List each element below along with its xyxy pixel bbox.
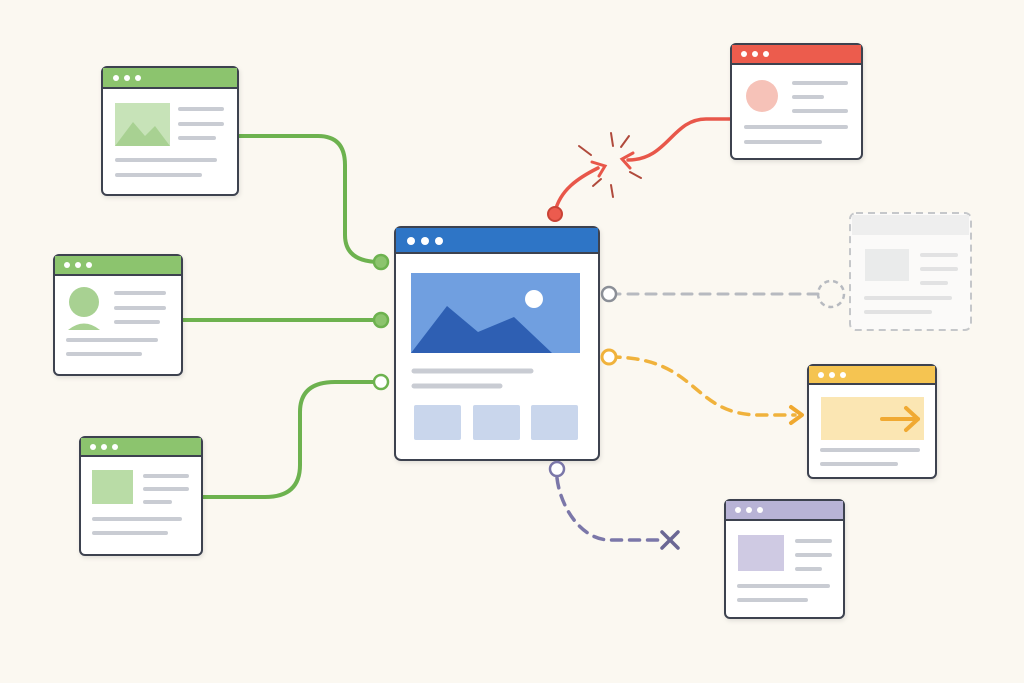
window-dots	[735, 507, 763, 513]
port-pending[interactable]	[600, 348, 618, 366]
ghost-endpoint	[816, 279, 846, 309]
close-icon	[660, 530, 680, 550]
page-card-left-middle[interactable]	[53, 254, 183, 376]
image-thumbnail-icon	[115, 103, 170, 146]
window-dots	[818, 372, 846, 378]
text-lines	[92, 474, 189, 535]
content-block-icon	[738, 535, 784, 571]
connections	[180, 117, 820, 542]
port-left-bottom[interactable]	[372, 373, 390, 391]
connection-ports	[372, 206, 846, 478]
arrowhead-icon	[789, 405, 804, 425]
page-card-orange[interactable]	[807, 364, 937, 479]
connection-line-pending	[608, 355, 797, 417]
content-block-icon	[865, 249, 909, 281]
content-block-icon	[92, 470, 133, 504]
text-lines	[737, 539, 832, 602]
text-lines	[115, 107, 224, 177]
connection-line-broken-target	[626, 117, 735, 162]
window-dots	[64, 262, 92, 268]
text-lines	[744, 81, 848, 144]
window-dots	[741, 51, 769, 57]
port-left-middle[interactable]	[372, 311, 390, 329]
port-cancelled[interactable]	[548, 460, 566, 478]
window-dots	[90, 444, 118, 450]
hero-image-icon	[411, 273, 580, 353]
port-inactive[interactable]	[600, 285, 618, 303]
page-card-ghost[interactable]	[849, 212, 972, 331]
content-tiles	[414, 405, 578, 440]
page-card-left-top[interactable]	[101, 66, 239, 196]
page-card-left-bottom[interactable]	[79, 436, 203, 556]
avatar-icon	[746, 80, 778, 112]
connection-line-cancelled	[555, 476, 660, 542]
connection-line-left-bottom	[200, 380, 382, 499]
text-lines	[820, 448, 920, 466]
broken-link-icon	[578, 132, 642, 198]
port-left-top[interactable]	[372, 253, 390, 271]
window-dots	[407, 237, 443, 245]
page-card-center[interactable]	[394, 226, 600, 461]
page-card-top-right[interactable]	[730, 43, 863, 160]
avatar-icon	[68, 287, 100, 330]
connection-line-broken-source	[553, 166, 600, 214]
window-dots	[113, 75, 141, 81]
text-lines	[864, 253, 958, 314]
arrow-right-icon	[880, 406, 920, 432]
text-lines	[411, 368, 534, 389]
port-broken-source[interactable]	[547, 206, 563, 222]
text-lines	[66, 291, 166, 356]
page-card-bottom-right[interactable]	[724, 499, 845, 619]
connection-line-left-top	[236, 134, 382, 264]
